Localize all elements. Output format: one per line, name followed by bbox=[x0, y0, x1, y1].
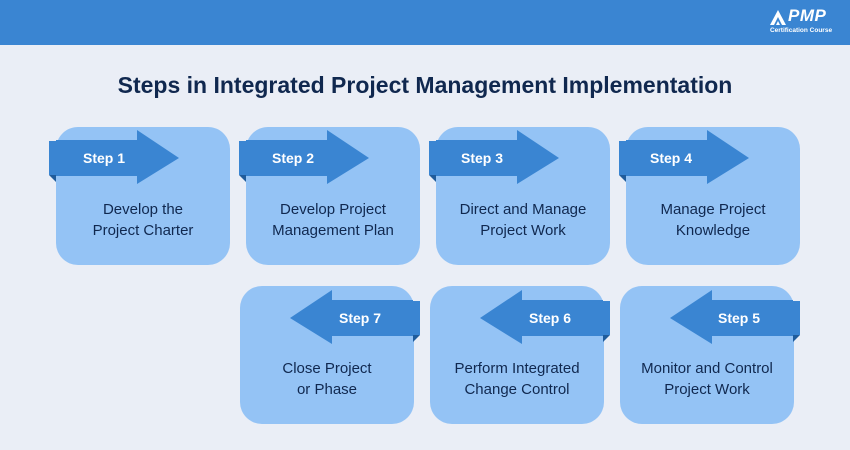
logo-text: PMP bbox=[788, 6, 827, 25]
step-1-label: Step 1 bbox=[83, 150, 126, 166]
step-2-arrow-icon bbox=[239, 130, 369, 184]
page-title: Steps in Integrated Project Management I… bbox=[117, 72, 733, 98]
step-7-label: Step 7 bbox=[339, 310, 382, 326]
step-4-label: Step 4 bbox=[650, 150, 693, 166]
step-3-label: Step 3 bbox=[461, 150, 504, 166]
step-1-arrow-icon bbox=[49, 130, 179, 184]
step-6-arrow-icon bbox=[480, 290, 610, 344]
step-4-arrow-icon bbox=[619, 130, 749, 184]
header-bar: PMP Certification Course bbox=[0, 0, 850, 45]
step-5-label: Step 5 bbox=[718, 310, 761, 326]
pmp-logo[interactable]: PMP Certification Course bbox=[766, 6, 836, 40]
step-6-label: Step 6 bbox=[529, 310, 572, 326]
step-7-arrow-icon bbox=[290, 290, 420, 344]
step-5-arrow-icon bbox=[670, 290, 800, 344]
step-3-arrow-icon bbox=[429, 130, 559, 184]
step-2-label: Step 2 bbox=[272, 150, 315, 166]
logo-mountain-icon bbox=[770, 10, 786, 25]
logo-subtitle: Certification Course bbox=[769, 27, 833, 34]
